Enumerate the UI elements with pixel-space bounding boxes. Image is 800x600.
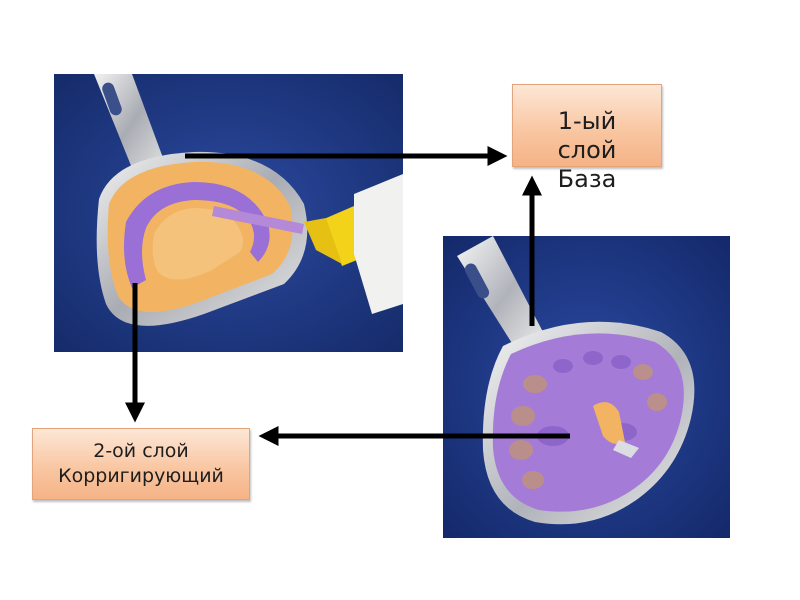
photo-corrective-layer-tray	[443, 236, 730, 538]
label-second-layer-corrective: 2-ой слой Корригирующий	[32, 428, 250, 500]
label-first-layer-base: 1-ый слой База	[512, 84, 662, 193]
photo-impression-tray-syringe	[54, 74, 403, 352]
label-first-layer-text: 1-ый слой База	[557, 107, 617, 193]
